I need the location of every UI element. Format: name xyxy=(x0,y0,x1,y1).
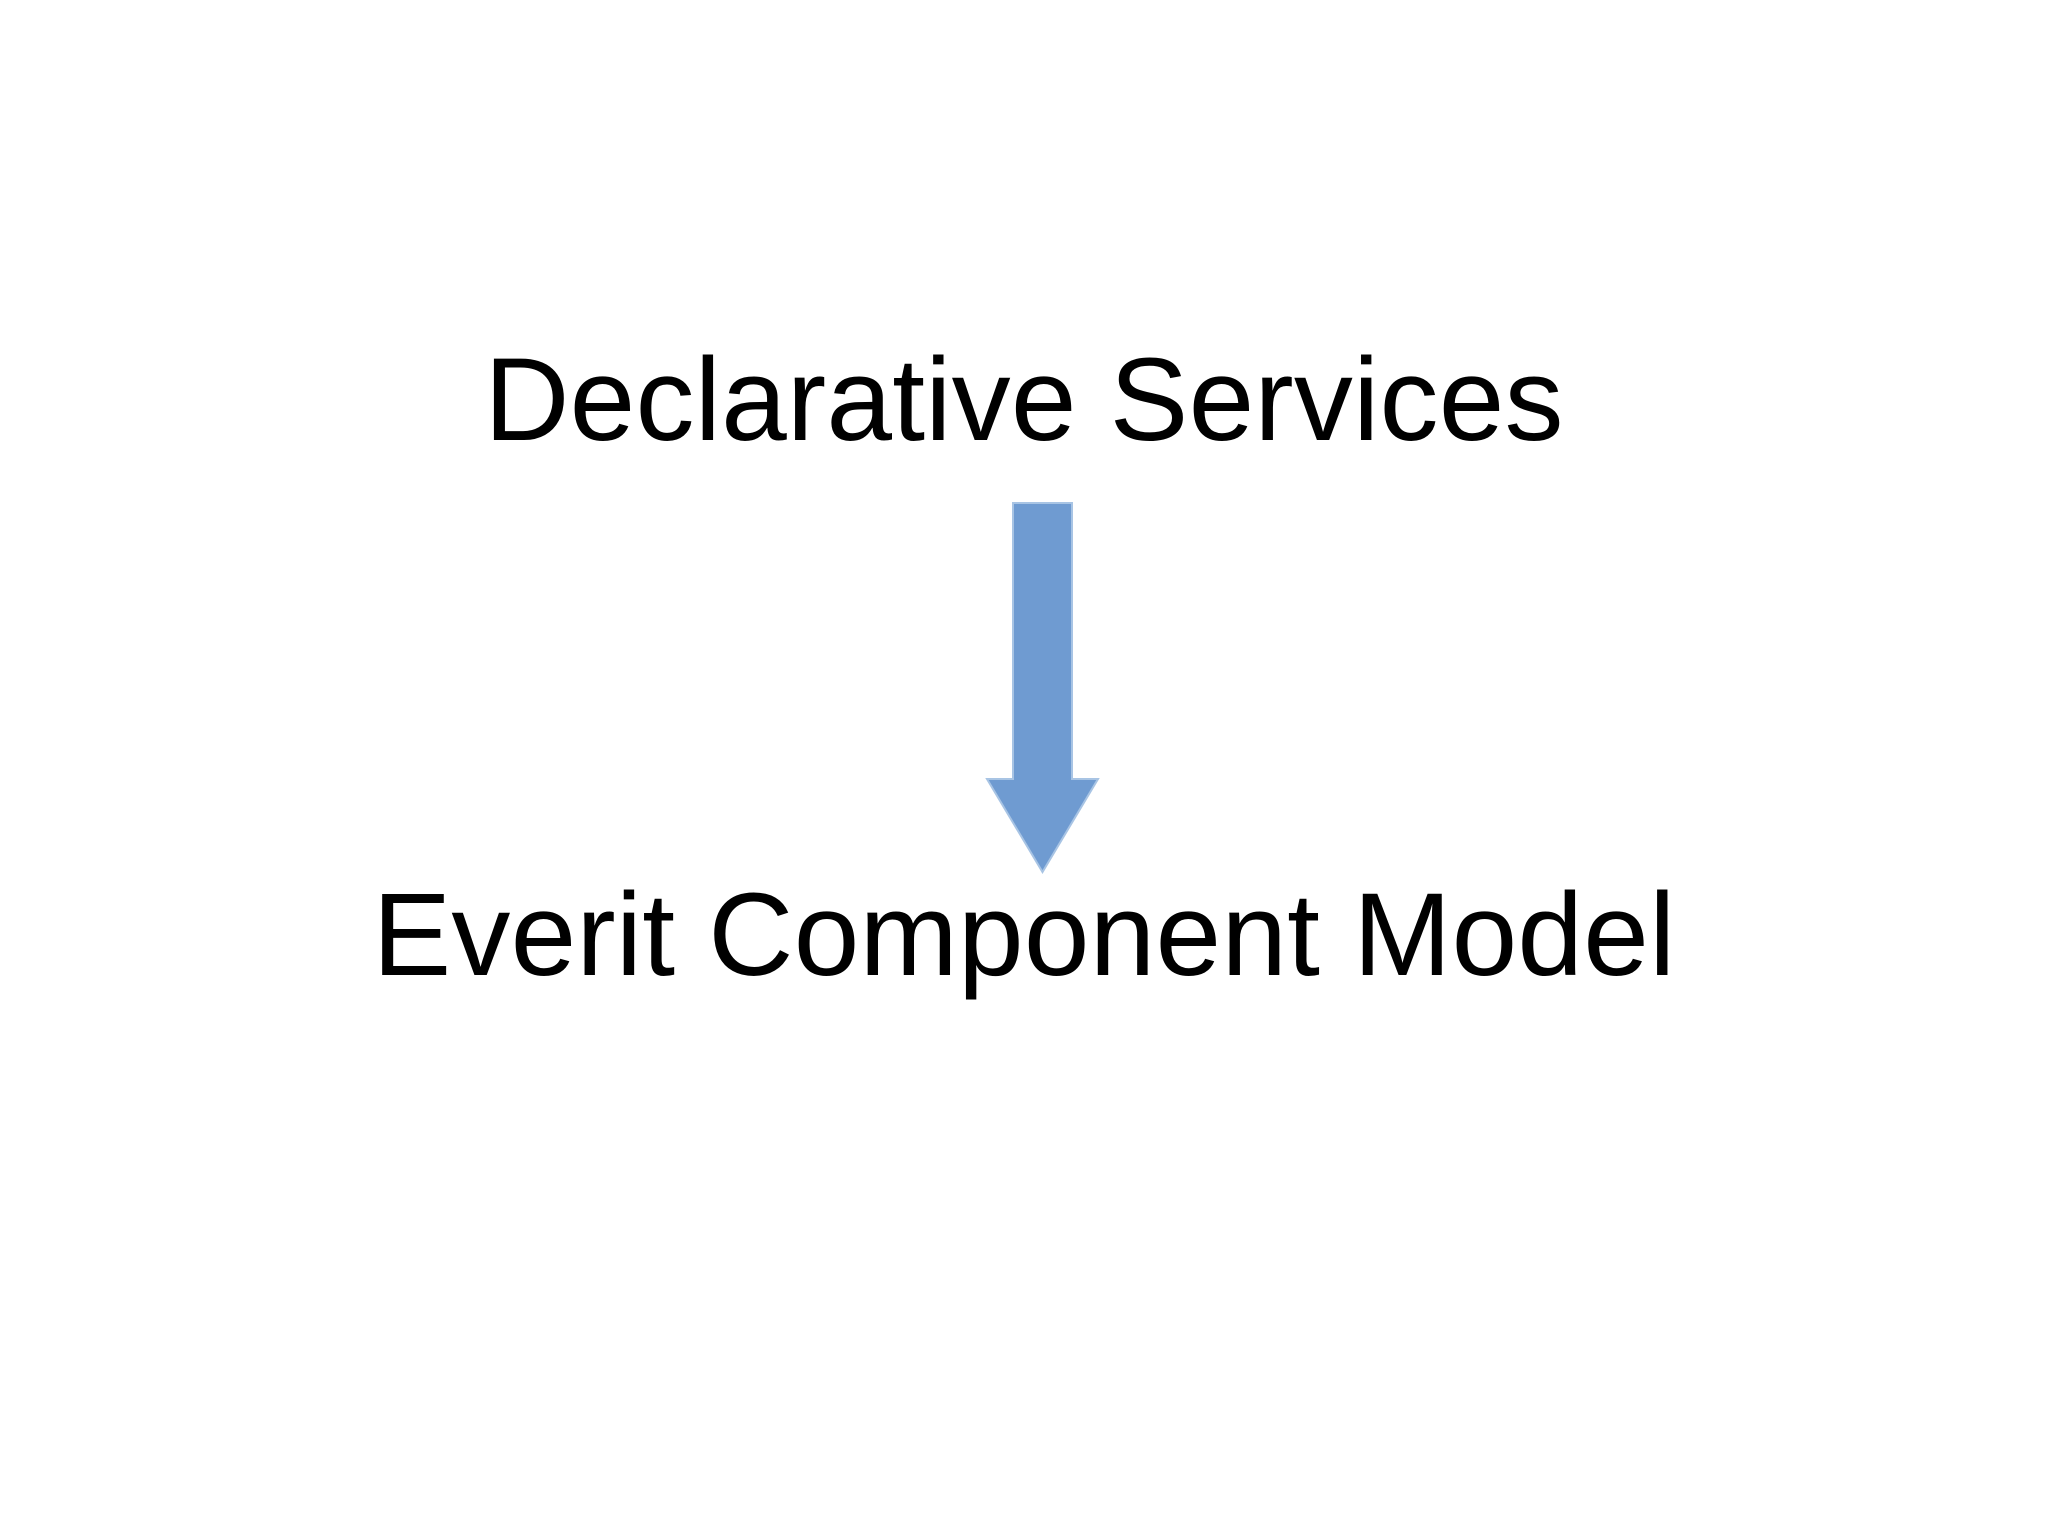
down-arrow-icon xyxy=(985,502,1100,874)
arrow-polygon xyxy=(985,502,1100,874)
source-label: Declarative Services xyxy=(484,334,1564,466)
target-label: Everit Component Model xyxy=(372,869,1676,1001)
down-arrow-shape xyxy=(985,502,1100,874)
